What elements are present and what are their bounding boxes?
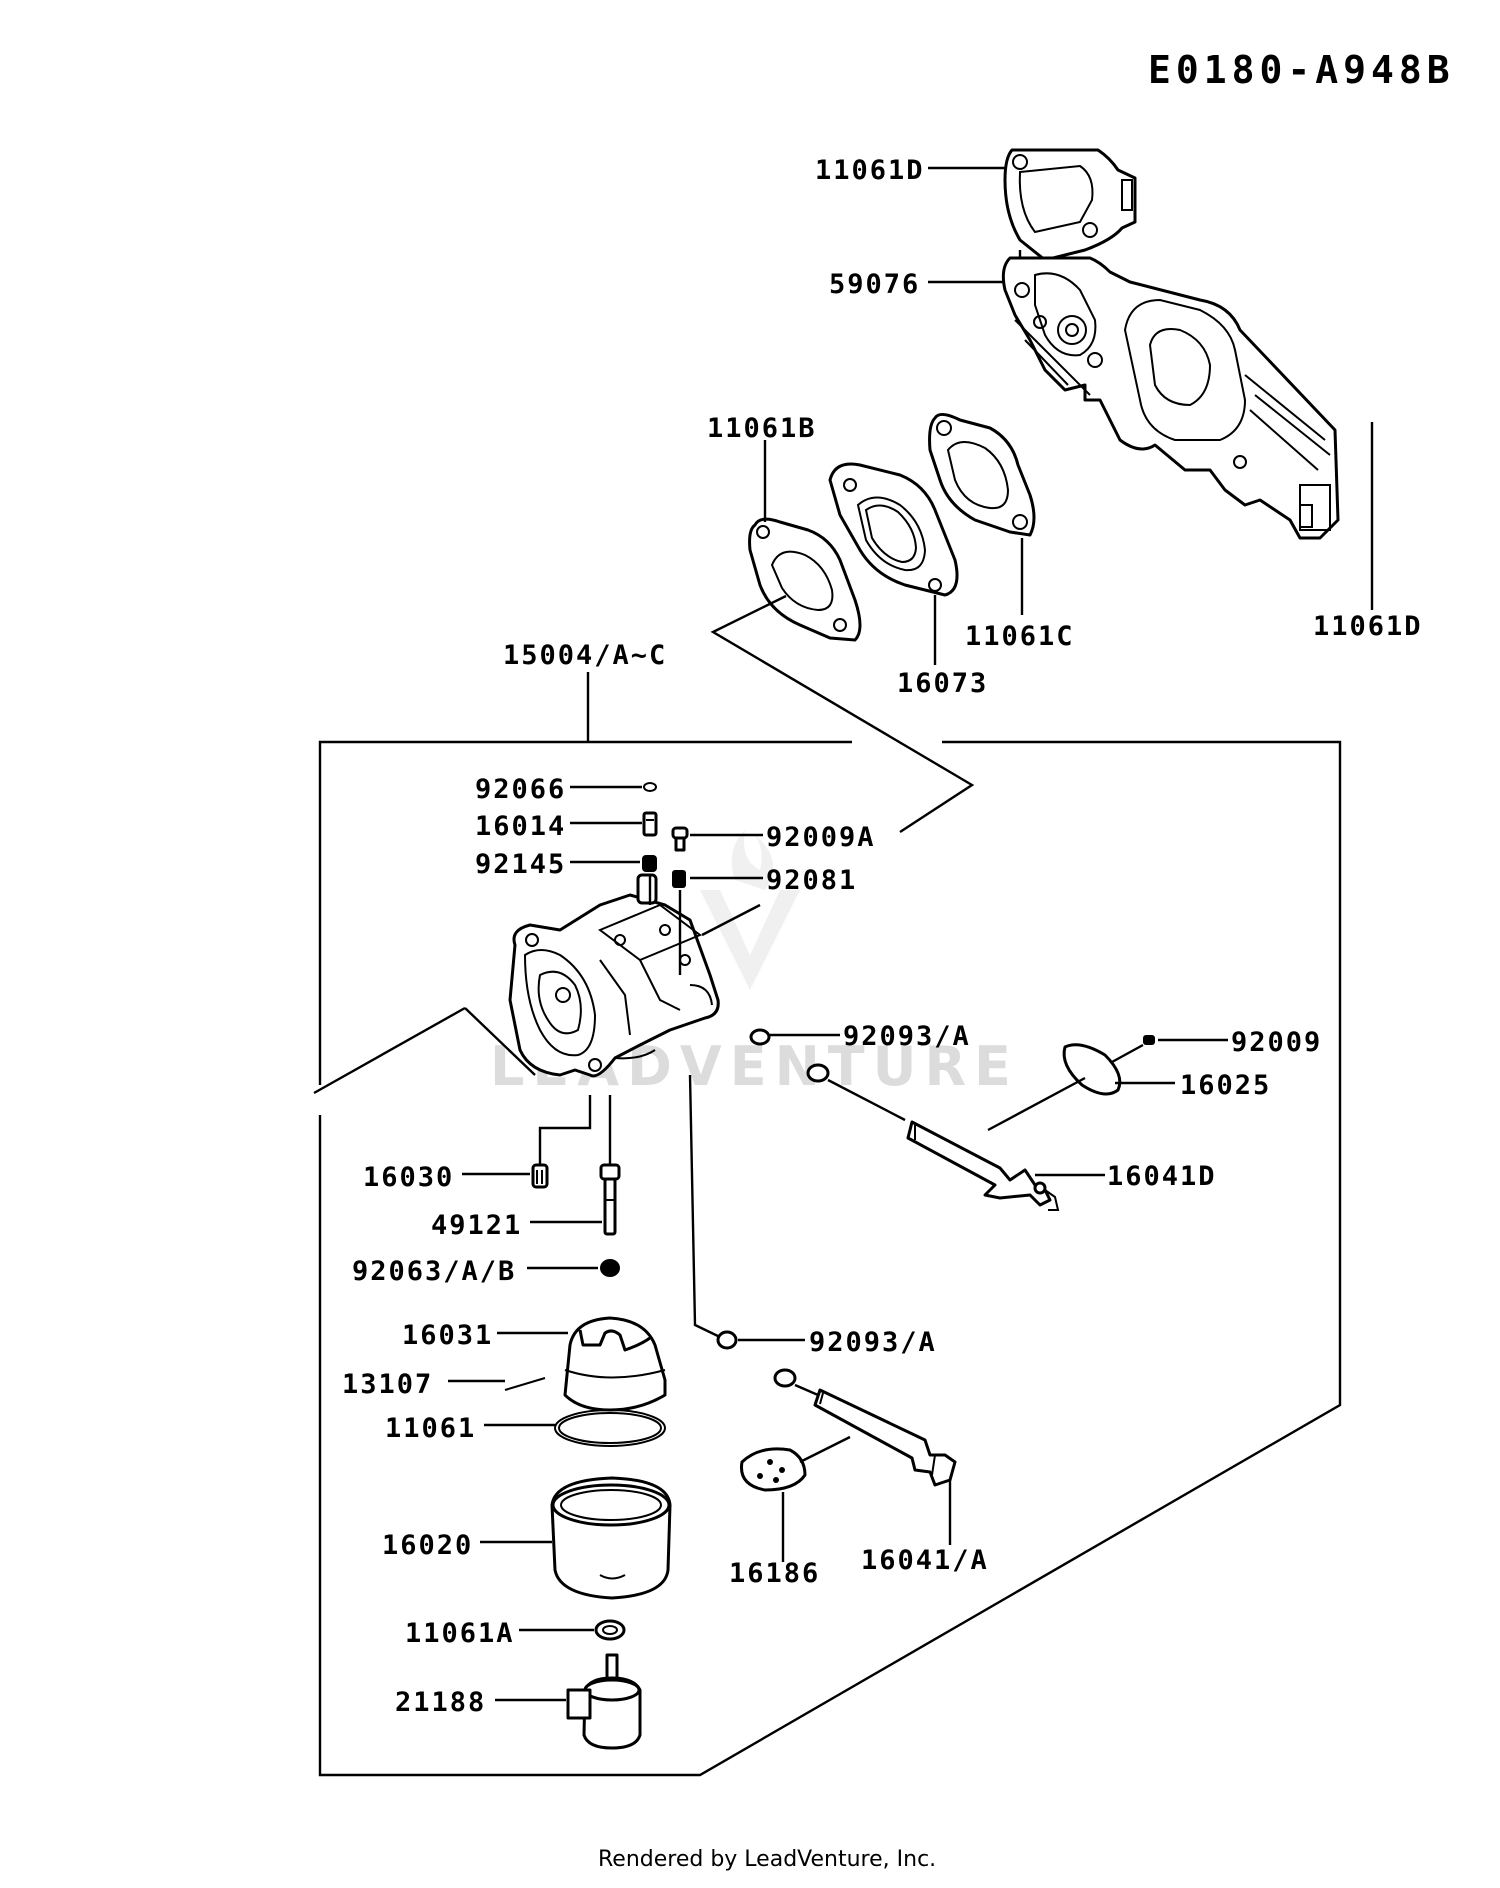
o-ring-92066	[643, 782, 657, 792]
seal-92093A-bottom	[716, 1330, 738, 1350]
label-16014: 16014	[475, 811, 566, 842]
screw-92009	[1143, 1035, 1155, 1045]
label-92093A-top: 92093/A	[843, 1021, 971, 1052]
label-92093A-bottom: 92093/A	[809, 1327, 937, 1358]
label-11061: 11061	[385, 1413, 476, 1444]
jet-16030	[531, 1163, 549, 1189]
spring-92081	[672, 870, 686, 888]
label-92081: 92081	[766, 865, 857, 896]
label-13107: 13107	[342, 1369, 433, 1400]
gasket-11061A	[594, 1619, 626, 1641]
diagram-code: E0180-A948B	[1148, 48, 1455, 92]
label-11061C: 11061C	[965, 621, 1075, 652]
label-11061B: 11061B	[707, 413, 817, 444]
shaft-16041A	[813, 1388, 957, 1487]
solenoid-21188	[566, 1653, 642, 1750]
gasket-11061C	[928, 413, 1036, 537]
label-59076: 59076	[829, 269, 920, 300]
washer-lower	[773, 1368, 797, 1388]
float-16031	[563, 1316, 667, 1412]
label-16025: 16025	[1180, 1070, 1271, 1101]
label-92009A: 92009A	[766, 822, 876, 853]
gasket-11061D-top	[1003, 148, 1137, 262]
label-16020: 16020	[382, 1530, 473, 1561]
label-16041D: 16041D	[1107, 1161, 1217, 1192]
jet-16014	[642, 811, 658, 837]
label-92145: 92145	[475, 849, 566, 880]
screw-92009A	[671, 826, 689, 852]
label-49121: 49121	[431, 1210, 522, 1241]
needle-49121	[599, 1163, 621, 1236]
choke-plate-16186	[739, 1447, 807, 1492]
intake-manifold-59076	[1001, 256, 1340, 540]
gasket-11061	[554, 1409, 666, 1447]
label-92066: 92066	[475, 774, 566, 805]
shaft-16041D	[906, 1120, 1060, 1211]
float-bowl-16020	[550, 1476, 672, 1600]
label-16030: 16030	[363, 1162, 454, 1193]
footer-credit: Rendered by LeadVenture, Inc.	[598, 1847, 936, 1872]
carburetor-body	[508, 873, 720, 1078]
gasket-11061B	[748, 517, 862, 642]
washer-upper	[806, 1063, 830, 1083]
label-11061D-right: 11061D	[1313, 611, 1423, 642]
label-92009: 92009	[1231, 1027, 1322, 1058]
label-16073: 16073	[897, 668, 988, 699]
throttle-plate-16025	[1062, 1043, 1122, 1096]
label-21188: 21188	[395, 1687, 486, 1718]
spacer-16073	[828, 462, 959, 597]
seal-92093A-top	[749, 1028, 771, 1046]
label-92063: 92063/A/B	[352, 1256, 516, 1287]
label-11061D-top: 11061D	[815, 155, 925, 186]
washer-92063	[600, 1259, 620, 1277]
spring-92145	[642, 855, 657, 872]
label-16031: 16031	[402, 1320, 493, 1351]
label-15004: 15004/A~C	[503, 640, 667, 671]
label-11061A: 11061A	[405, 1618, 515, 1649]
leadventure-logo-icon	[700, 830, 800, 990]
label-16041A: 16041/A	[861, 1545, 989, 1576]
label-16186: 16186	[729, 1558, 820, 1589]
pin-13107	[504, 1377, 546, 1391]
